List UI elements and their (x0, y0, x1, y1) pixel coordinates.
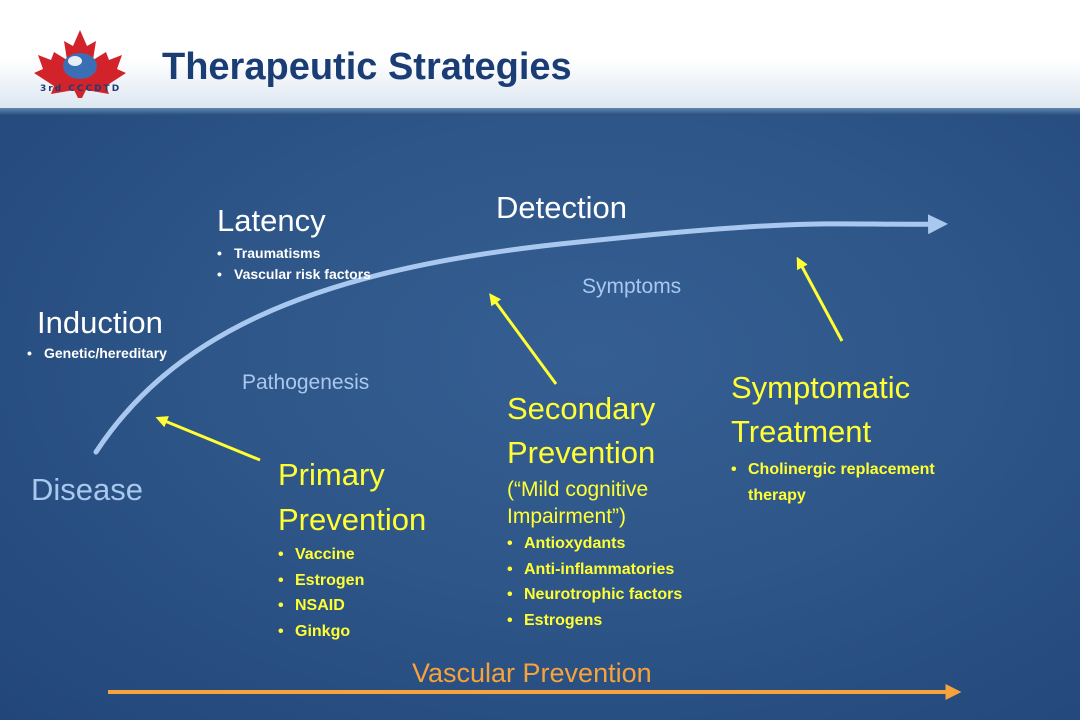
secondary-note-line: (“Mild cognitive (507, 478, 649, 501)
primary-title-line: Primary (278, 457, 385, 492)
secondary-title-line: Prevention (507, 435, 656, 470)
symptomatic-treatment-block: Symptomatic Treatment Cholinergic replac… (731, 366, 935, 508)
symptomatic-title-line: Treatment (731, 414, 872, 449)
vascular-prevention-label: Vascular Prevention (412, 658, 652, 688)
secondary-prevention-arrow (489, 293, 558, 385)
latency-item: Vascular risk factors (217, 264, 371, 285)
secondary-prevention-title: Secondary Prevention (507, 387, 682, 475)
primary-item: Vaccine (278, 542, 426, 568)
secondary-prevention-note: (“Mild cognitive Impairment”) (507, 476, 682, 530)
header-divider (0, 108, 1080, 115)
primary-prevention-title: Primary Prevention (278, 452, 426, 542)
latency-stage: Latency Traumatisms Vascular risk factor… (217, 203, 371, 285)
induction-item: Genetic/hereditary (27, 343, 167, 364)
secondary-item: Anti-inflammatories (507, 557, 682, 583)
primary-title-line: Prevention (278, 502, 427, 537)
primary-prevention-block: Primary Prevention Vaccine Estrogen NSAI… (278, 452, 426, 644)
symptomatic-title-line: Symptomatic (731, 370, 911, 405)
pathogenesis-label: Pathogenesis (242, 371, 370, 394)
logo-text: 3rd CCCDTD (40, 84, 122, 94)
primary-item: Estrogen (278, 568, 426, 594)
maple-leaf-logo-icon (34, 30, 126, 98)
secondary-item: Estrogens (507, 608, 682, 634)
disease-label: Disease (31, 472, 143, 507)
primary-prevention-arrow (155, 416, 261, 462)
symptomatic-item-line: Cholinergic replacement (748, 461, 935, 478)
secondary-item: Antioxydants (507, 531, 682, 557)
header-band (0, 0, 1080, 108)
symptomatic-item-line: therapy (748, 486, 806, 504)
secondary-note-line: Impairment”) (507, 505, 627, 528)
secondary-item: Neurotrophic factors (507, 582, 682, 608)
symptomatic-treatment-arrow (796, 256, 844, 342)
symptomatic-item: Cholinergic replacement therapy (731, 457, 935, 508)
page-title: Therapeutic Strategies (162, 46, 572, 88)
symptomatic-treatment-title: Symptomatic Treatment (731, 366, 935, 454)
primary-item: Ginkgo (278, 619, 426, 645)
latency-title: Latency (217, 203, 326, 238)
symptoms-label: Symptoms (582, 275, 682, 298)
detection-label: Detection (496, 190, 627, 225)
primary-item: NSAID (278, 593, 426, 619)
induction-title: Induction (37, 305, 163, 340)
latency-item: Traumatisms (217, 243, 371, 264)
induction-stage: Induction Genetic/hereditary (27, 305, 167, 364)
secondary-title-line: Secondary (507, 391, 656, 426)
secondary-prevention-block: Secondary Prevention (“Mild cognitive Im… (507, 387, 682, 633)
disease-progression-curve (93, 214, 948, 455)
